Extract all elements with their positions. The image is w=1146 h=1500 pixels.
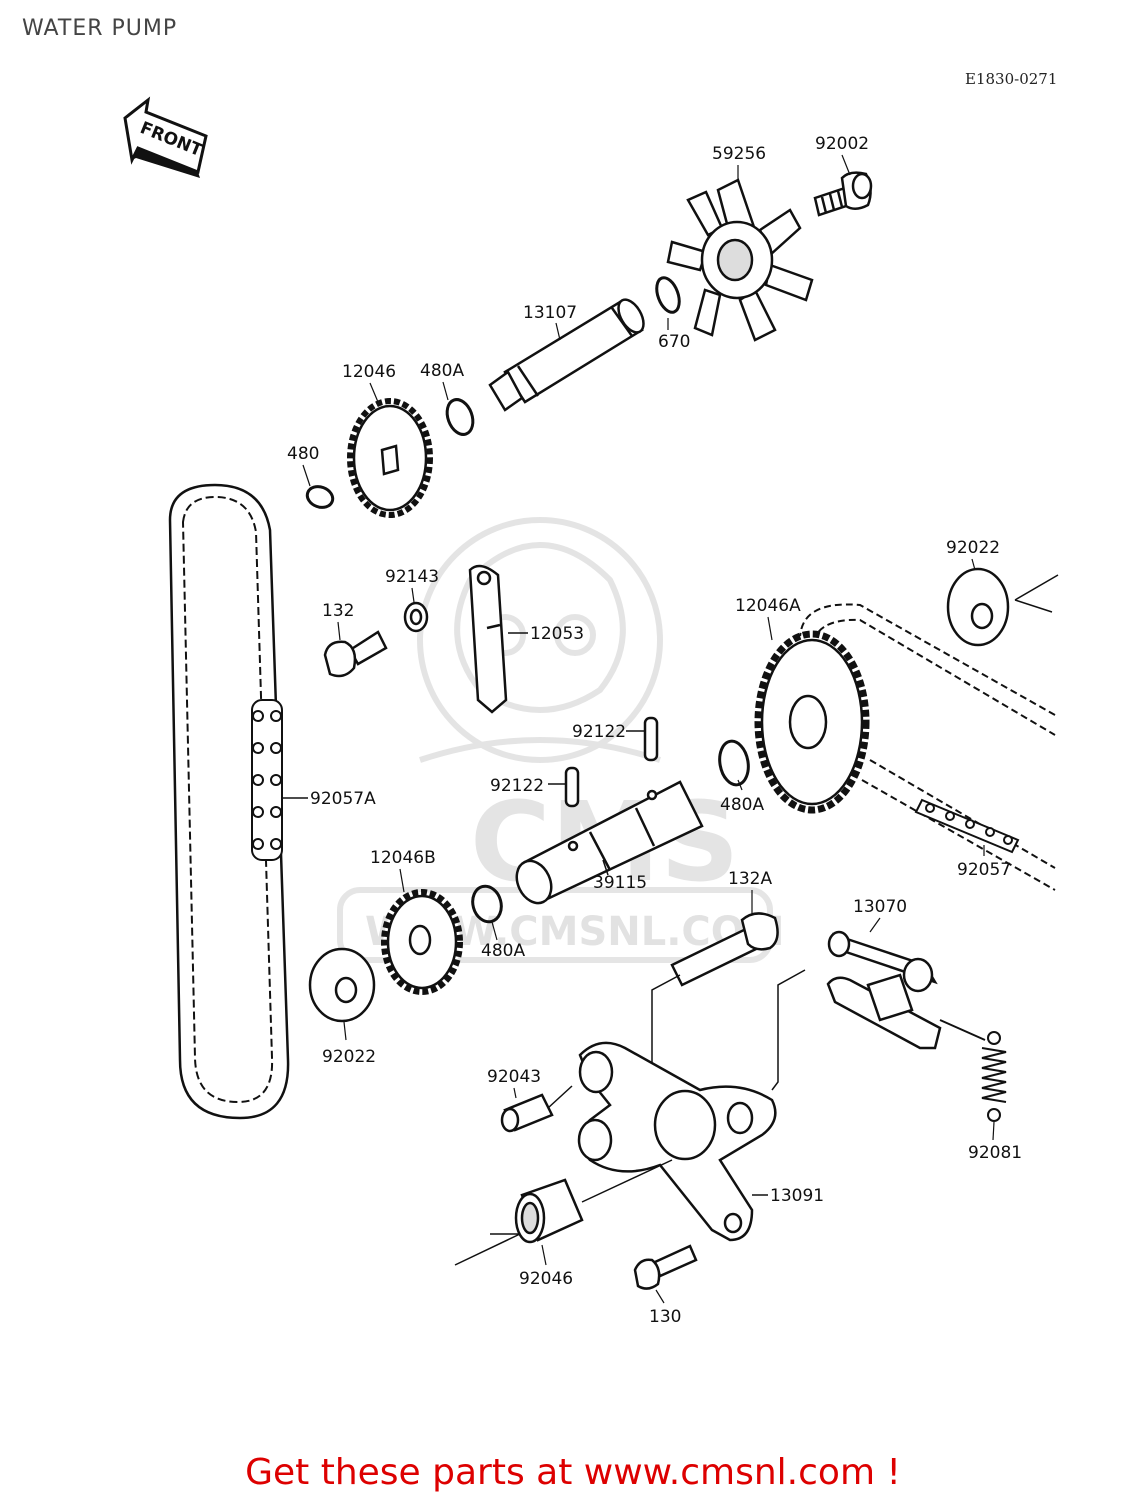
chain-loop-left (168, 483, 290, 1120)
bolt-92002 (813, 171, 873, 217)
part-label: 92046 (519, 1269, 573, 1289)
bearing-92046 (514, 1178, 584, 1244)
part-label: 12053 (530, 624, 584, 644)
parts-diagram: CMS WWW.CMSNL.COM FRONT (123, 96, 1059, 1327)
pump-shaft-13107 (488, 298, 645, 412)
chain-guide-12053 (468, 564, 508, 714)
part-label: 92022 (946, 538, 1000, 558)
sprocket-12046b (381, 889, 463, 995)
washer-92143 (403, 601, 429, 633)
part-label: 13107 (523, 303, 577, 323)
circlip-480 (305, 485, 335, 509)
diagram-code: E1830-0271 (965, 70, 1058, 88)
part-label: 12046A (735, 596, 801, 616)
footer-parts-link[interactable]: Get these parts at www.cmsnl.com ! (245, 1452, 901, 1493)
impeller-59256 (666, 178, 814, 342)
shaft-39115 (515, 780, 704, 905)
part-label: 92122 (572, 722, 626, 742)
circlip-480a-mid (718, 739, 750, 787)
part-label: 480A (481, 941, 525, 961)
part-label: 92043 (487, 1067, 541, 1087)
o-ring-670 (655, 276, 681, 314)
part-label: 92002 (815, 134, 869, 154)
part-label: 59256 (712, 144, 766, 164)
part-labels: 59256 92002 13107 670 12046 480A 480 921… (287, 134, 1022, 1327)
part-label: 92022 (322, 1047, 376, 1067)
leader-lines (302, 154, 995, 1304)
chain-loop-right (799, 603, 1056, 891)
part-label: 12046 (342, 362, 396, 382)
part-label: 130 (649, 1307, 681, 1327)
part-label: 92122 (490, 776, 544, 796)
bolt-132 (323, 630, 388, 678)
pin-92122-lower (564, 766, 580, 808)
bolt-130 (633, 1244, 698, 1290)
washer-92022-right (946, 567, 1010, 647)
part-label: 92081 (968, 1143, 1022, 1163)
circlip-480a-upper (445, 398, 475, 436)
part-label: 480 (287, 444, 319, 464)
circlip-480a-lower (471, 884, 503, 924)
collar-92043 (500, 1093, 554, 1133)
spring-92081 (939, 1019, 1007, 1122)
part-label: 12046B (370, 848, 436, 868)
part-label: 670 (658, 332, 690, 352)
part-label: 480A (420, 361, 464, 381)
front-arrow: FRONT (123, 96, 208, 178)
sprocket-12046a (754, 630, 870, 814)
part-label: 39115 (593, 873, 647, 893)
page-title: WATER PUMP (22, 16, 178, 41)
sprocket-12046 (347, 398, 433, 518)
part-label: 132 (322, 601, 354, 621)
washer-92022-left (308, 947, 376, 1023)
chain-92057 (914, 798, 1020, 854)
part-label: 13091 (770, 1186, 824, 1206)
part-label: 13070 (853, 897, 907, 917)
part-label: 480A (720, 795, 764, 815)
bolt-132a (670, 912, 779, 987)
part-label: 132A (728, 869, 772, 889)
chain-link-92057a (251, 699, 283, 861)
tensioner-guide-13070 (826, 930, 942, 1050)
part-label: 92057 (957, 860, 1011, 880)
part-label: 92057A (310, 789, 376, 809)
tensioner-arm-13091 (577, 1041, 777, 1242)
pin-92122-upper (643, 716, 659, 762)
part-label: 92143 (385, 567, 439, 587)
